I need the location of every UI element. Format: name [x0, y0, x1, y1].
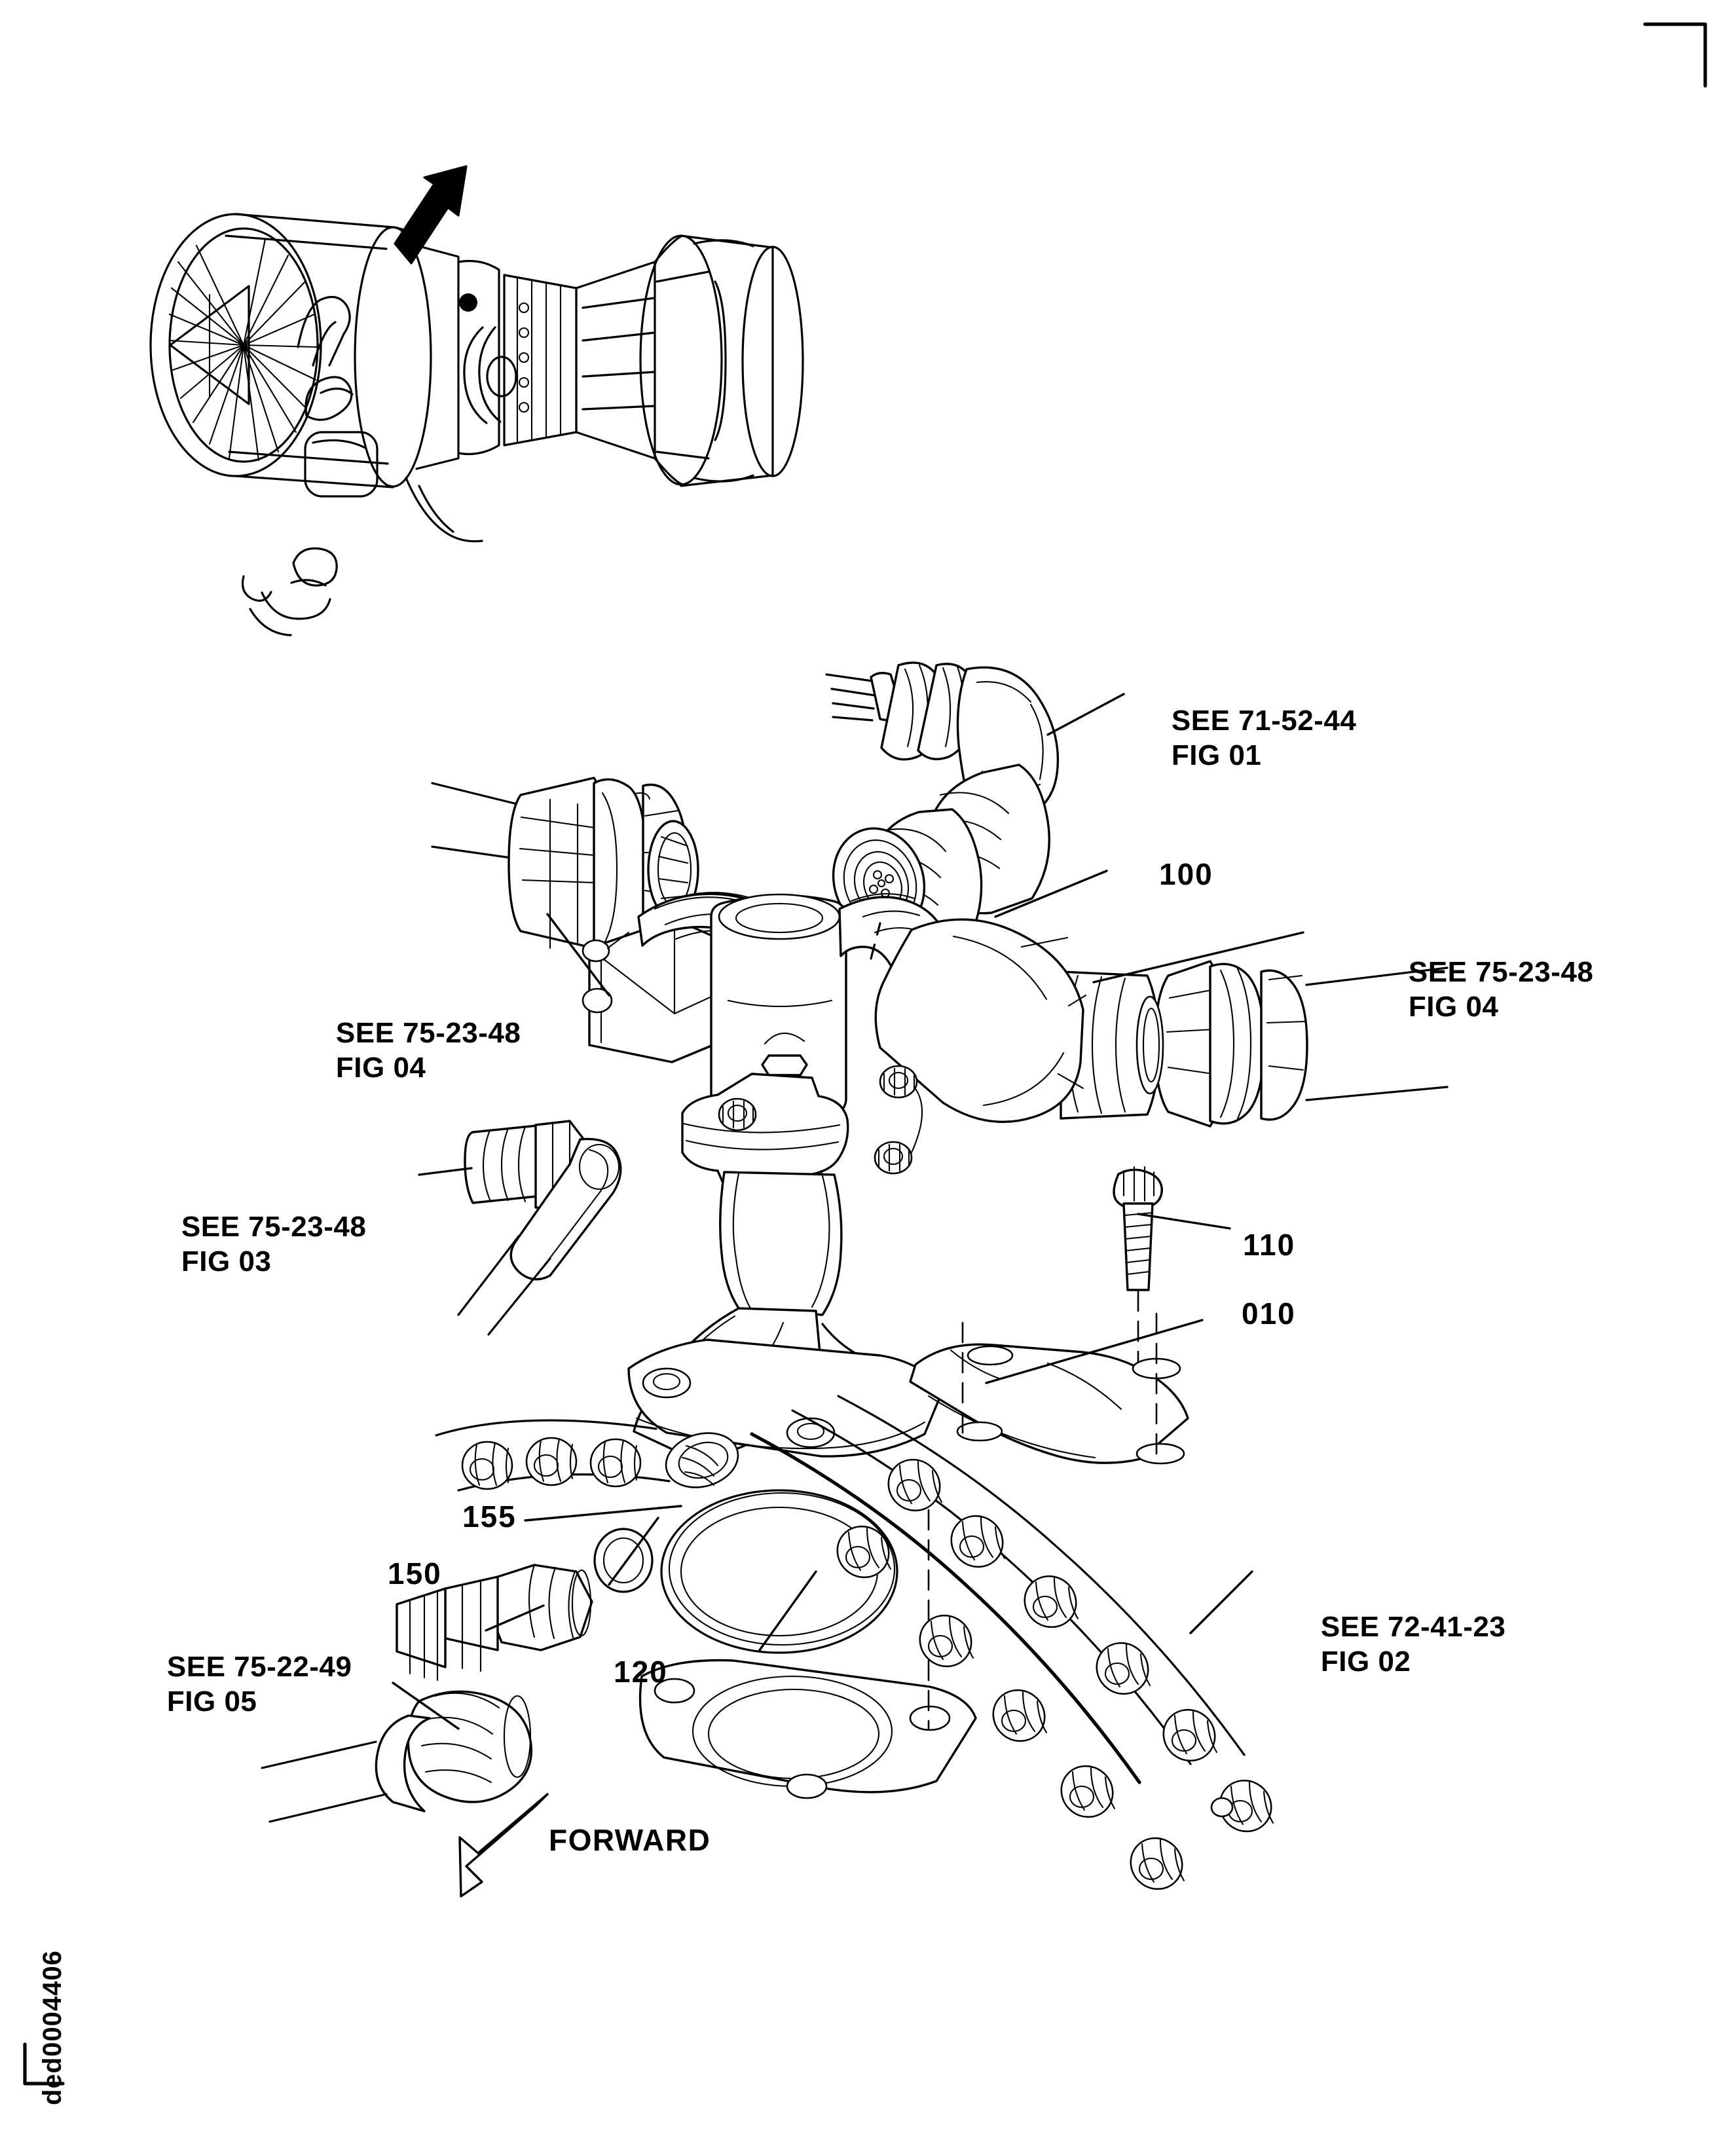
flange-bolt — [879, 1065, 918, 1099]
engine-flange-arc — [750, 1395, 1274, 1890]
callout-line-2: FIG 04 — [1408, 991, 1499, 1023]
self-locking-nut — [1024, 1575, 1079, 1628]
registration-corner-mark — [1643, 22, 1707, 88]
document-id: ded0004406 — [38, 1950, 67, 2105]
callout-see-75-23-48-fig04-right: SEE 75-23-48 FIG 04 — [1375, 919, 1593, 1060]
engine-locator-view — [149, 165, 804, 636]
callout-line-1: SEE 75-23-48 — [335, 1016, 521, 1049]
self-locking-nut — [1060, 1765, 1116, 1818]
harness-cable-left — [431, 782, 519, 859]
nut-cluster-upper-left — [435, 1419, 671, 1492]
self-locking-nut — [1219, 1779, 1274, 1833]
connector-hose-right — [1060, 960, 1449, 1128]
flange-bolt — [874, 1141, 913, 1175]
callout-line-1: SEE 75-23-48 — [181, 1210, 367, 1243]
item-number-120: 120 — [614, 1655, 668, 1689]
self-locking-nut — [836, 1525, 892, 1579]
item-number-155: 155 — [462, 1499, 517, 1534]
callout-see-71-52-44: SEE 71-52-44 FIG 01 — [1138, 668, 1356, 809]
callout-line-1: SEE 75-23-48 — [1408, 955, 1594, 988]
tube-fitting-left-angled — [457, 1120, 622, 1336]
self-locking-nut — [1210, 1797, 1234, 1818]
callout-see-75-23-48-fig03: SEE 75-23-48 FIG 03 — [148, 1174, 366, 1315]
registration-corner-mark-bottom — [23, 2042, 65, 2086]
item-number-010: 010 — [1242, 1297, 1296, 1331]
leader-lines — [392, 693, 1304, 1730]
forward-arrow-icon — [458, 1793, 549, 1898]
callout-line-2: FIG 05 — [166, 1685, 257, 1718]
mounting-flange-plate — [638, 1479, 977, 1799]
self-locking-nut — [461, 1441, 513, 1490]
callout-line-2: FIG 02 — [1320, 1646, 1411, 1678]
callout-line-2: FIG 01 — [1171, 739, 1262, 772]
self-locking-nut — [589, 1438, 642, 1488]
flange-bolt — [718, 1097, 757, 1131]
callout-see-75-22-49-fig05: SEE 75-22-49 FIG 05 — [134, 1614, 352, 1755]
self-locking-nut — [1162, 1708, 1218, 1762]
item-number-150: 150 — [388, 1556, 442, 1591]
o-ring-155 — [524, 1505, 682, 1593]
self-locking-nut — [887, 1458, 943, 1512]
bolt-110 — [1113, 1166, 1163, 1363]
self-locking-nut — [950, 1515, 1006, 1568]
self-locking-nut — [525, 1437, 578, 1486]
callout-see-75-23-48-fig04-left: SEE 75-23-48 FIG 04 — [303, 980, 521, 1121]
callout-line-1: SEE 75-22-49 — [166, 1650, 352, 1683]
item-number-100: 100 — [1159, 857, 1213, 891]
callout-line-1: SEE 71-52-44 — [1171, 704, 1357, 737]
self-locking-nut — [1130, 1837, 1185, 1890]
callout-line-2: FIG 03 — [181, 1245, 272, 1278]
callout-see-72-41-23-fig02: SEE 72-41-23 FIG 02 — [1287, 1574, 1505, 1715]
self-locking-nut — [992, 1689, 1048, 1742]
self-locking-nut — [1096, 1642, 1151, 1695]
hose-union-lower-left — [261, 1690, 532, 1823]
callout-line-2: FIG 04 — [335, 1052, 426, 1084]
self-locking-nut — [919, 1614, 974, 1668]
bracket-010 — [909, 1312, 1189, 1465]
callout-line-1: SEE 72-41-23 — [1320, 1610, 1506, 1643]
forward-label: FORWARD — [549, 1823, 711, 1857]
item-number-110: 110 — [1243, 1228, 1296, 1262]
